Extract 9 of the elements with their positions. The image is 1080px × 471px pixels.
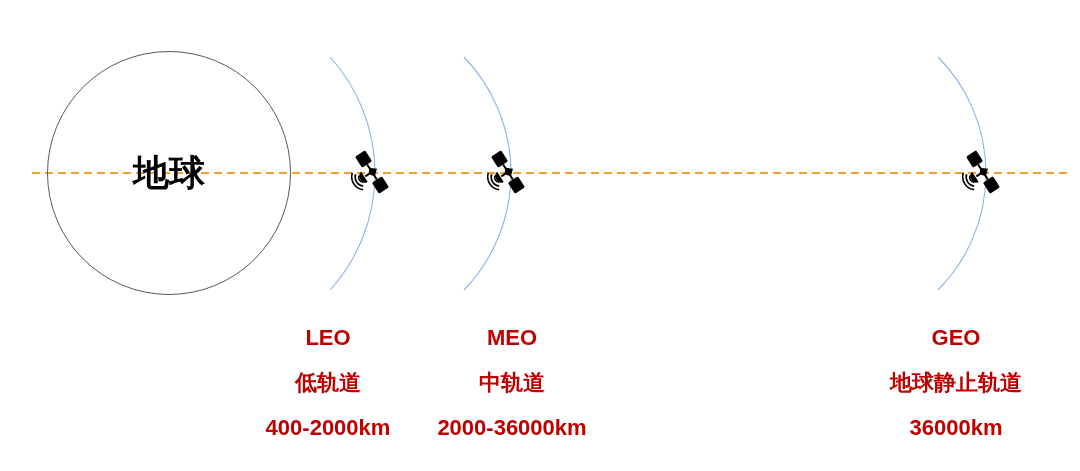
orbit-type: 地球静止轨道 xyxy=(890,370,1022,396)
orbit-name: GEO xyxy=(931,325,981,351)
altitude-range: 36000km xyxy=(909,415,1003,441)
orbit-name: MEO xyxy=(486,325,538,351)
orbit-name: LEO xyxy=(305,325,351,351)
altitude-range: 400-2000km xyxy=(265,415,391,441)
orbit-type: 低轨道 xyxy=(295,370,361,396)
orbit-type: 中轨道 xyxy=(479,370,545,396)
altitude-range: 2000-36000km xyxy=(437,415,587,441)
